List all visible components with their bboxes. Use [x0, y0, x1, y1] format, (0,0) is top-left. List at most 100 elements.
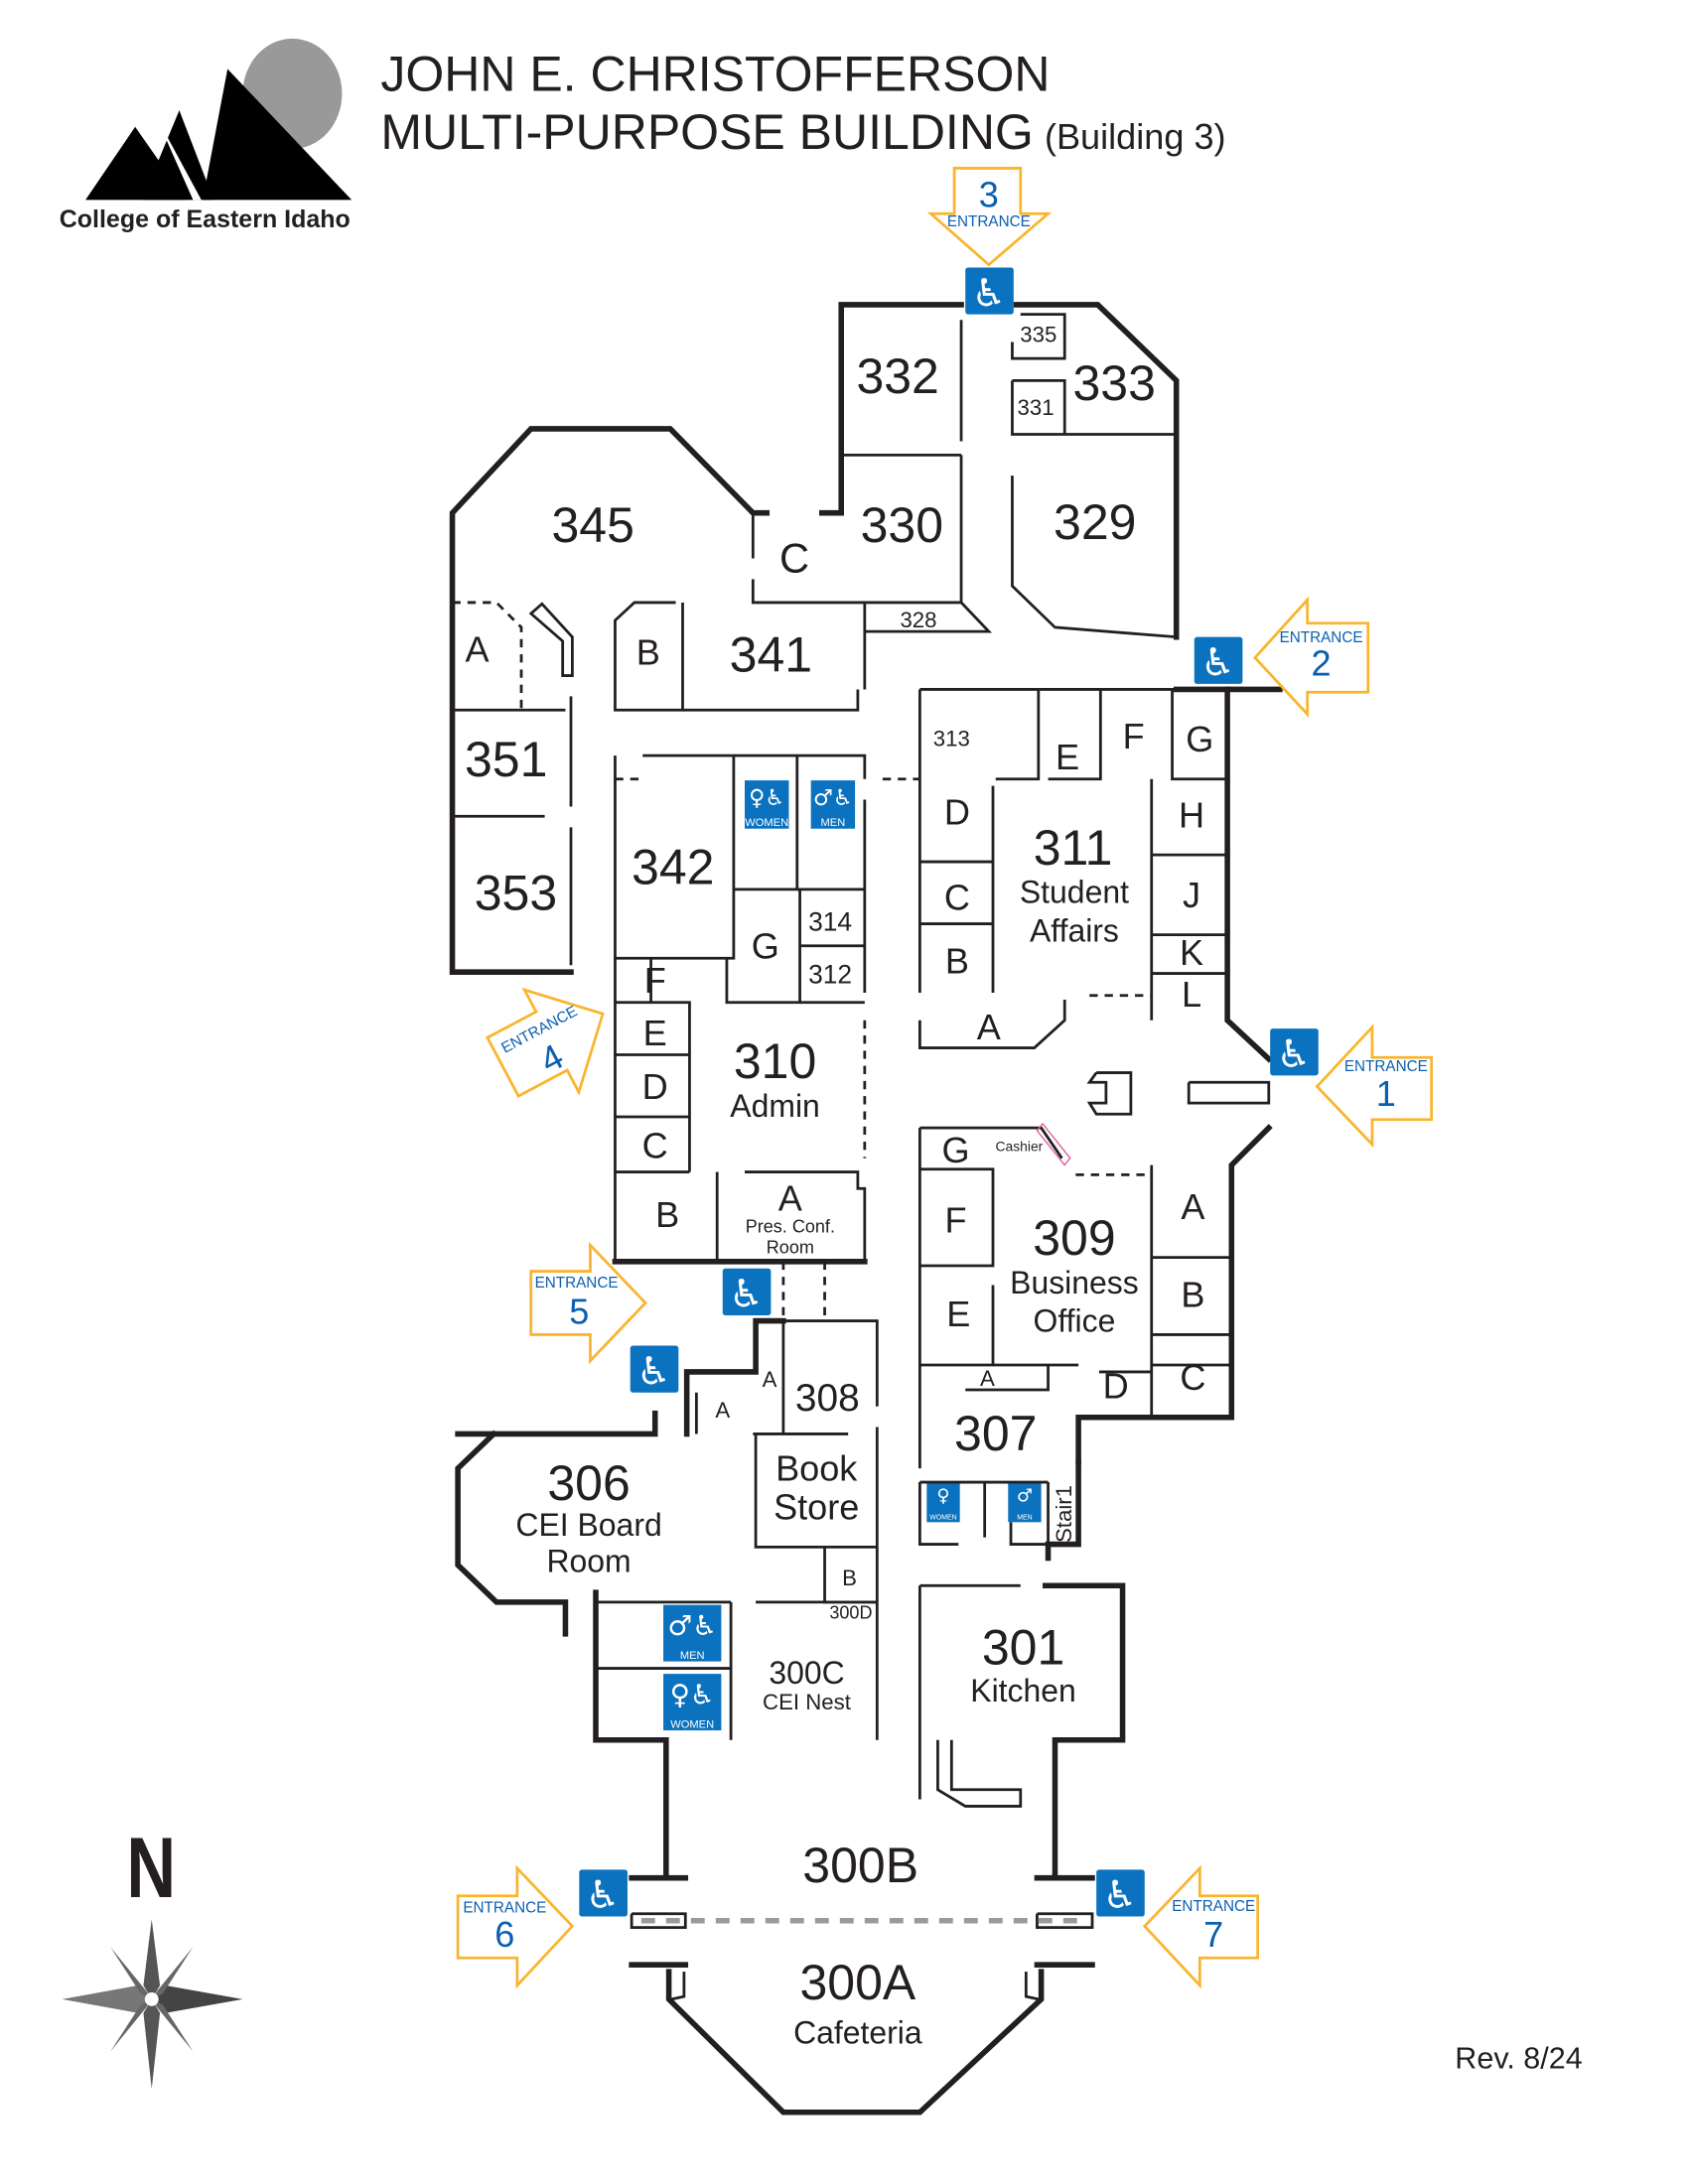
room-300a-name: Cafeteria	[793, 2014, 922, 2050]
room-310a: A	[778, 1177, 803, 1218]
svg-text:♂♿: ♂♿	[667, 1609, 717, 1642]
room-308: 308	[795, 1377, 860, 1420]
svg-text:♿: ♿	[1276, 1032, 1311, 1077]
room-311j: J	[1183, 875, 1200, 915]
room-310c: C	[642, 1126, 668, 1166]
svg-text:6: 6	[494, 1914, 514, 1955]
room-353: 353	[475, 866, 557, 921]
svg-text:ENTRANCE: ENTRANCE	[1344, 1058, 1428, 1075]
compass-rose-icon: N	[62, 1820, 243, 2090]
room-345c: C	[779, 534, 809, 581]
room-308-name2: Store	[774, 1487, 859, 1528]
room-306-name2: Room	[546, 1543, 631, 1578]
room-g: G	[752, 925, 779, 966]
svg-text:ENTRANCE: ENTRANCE	[535, 1275, 619, 1292]
room-311h: H	[1179, 794, 1204, 835]
room-310d: D	[642, 1066, 668, 1107]
stair-1: Stair1	[1052, 1485, 1076, 1543]
room-333: 333	[1073, 355, 1156, 411]
room-310a-name1: Pres. Conf.	[746, 1217, 835, 1237]
svg-text:5: 5	[569, 1291, 589, 1331]
room-341: 341	[730, 626, 812, 682]
entrance-4: ENTRANCE 4	[485, 987, 605, 1099]
room-309a: A	[1181, 1186, 1205, 1227]
svg-text:WOMEN: WOMEN	[745, 817, 788, 829]
wheelchair-icon: ♿	[1194, 636, 1243, 686]
wheelchair-icon: ♿	[579, 1869, 628, 1918]
restrooms: ♀♿WOMEN ♂♿MEN ♀WOMEN ♂MEN ♂♿MEN ♀♿WOMEN	[663, 780, 1042, 1730]
room-311a: A	[977, 1007, 1002, 1047]
room-300d: 300D	[829, 1603, 872, 1623]
svg-text:MEN: MEN	[680, 1650, 705, 1662]
svg-text:♿: ♿	[1200, 641, 1235, 686]
north-label: N	[126, 1820, 176, 1916]
room-310a-name2: Room	[767, 1238, 814, 1258]
entrance-5: ENTRANCE 5	[529, 1241, 647, 1365]
entrance-3: 3 ENTRANCE	[926, 167, 1053, 267]
room-311l: L	[1182, 974, 1201, 1015]
walls	[449, 302, 1283, 2116]
room-300b: 300B	[802, 1838, 918, 1893]
entrance-7: ENTRANCE 7	[1142, 1864, 1260, 1989]
svg-text:ENTRANCE: ENTRANCE	[947, 213, 1031, 230]
entrance-2: ENTRANCE 2	[1253, 596, 1370, 718]
room-309d: D	[1103, 1365, 1129, 1406]
svg-text:MEN: MEN	[821, 817, 846, 829]
room-306-name1: CEI Board	[515, 1507, 661, 1543]
room-309-name1: Business	[1010, 1265, 1139, 1300]
room-306a: A	[715, 1398, 730, 1423]
room-308-name1: Book	[775, 1448, 858, 1489]
room-330: 330	[861, 497, 943, 553]
svg-text:2: 2	[1312, 643, 1332, 684]
college-logo: College of Eastern Idaho	[60, 38, 352, 233]
svg-text:ENTRANCE: ENTRANCE	[1280, 629, 1363, 646]
room-301-name: Kitchen	[970, 1673, 1076, 1708]
room-335: 335	[1020, 322, 1056, 346]
room-311k: K	[1180, 932, 1203, 973]
svg-text:♿: ♿	[586, 1873, 621, 1918]
room-309-name2: Office	[1034, 1303, 1116, 1339]
svg-text:♿: ♿	[636, 1349, 671, 1394]
svg-text:7: 7	[1203, 1914, 1223, 1955]
room-310-name: Admin	[730, 1088, 820, 1124]
svg-text:WOMEN: WOMEN	[670, 1718, 714, 1730]
room-314: 314	[808, 906, 852, 936]
room-309f: F	[944, 1200, 966, 1241]
wheelchair-icon: ♿	[1270, 1028, 1319, 1077]
svg-text:♀♿: ♀♿	[670, 1679, 715, 1711]
room-328: 328	[900, 608, 936, 632]
entrance-6: ENTRANCE 6	[456, 1864, 575, 1989]
page-title-line2: MULTI-PURPOSE BUILDING(Building 3)	[380, 104, 1225, 160]
revision-date: Rev. 8/24	[1455, 2041, 1582, 2075]
room-311g: G	[1186, 719, 1213, 759]
room-300b-small: B	[842, 1566, 857, 1590]
svg-text:♂♿: ♂♿	[813, 785, 853, 811]
restroom-men-icon: ♂MEN	[1008, 1483, 1042, 1523]
room-311e: E	[1055, 737, 1079, 777]
building-number: (Building 3)	[1045, 116, 1226, 157]
svg-text:MEN: MEN	[1017, 1515, 1032, 1522]
room-300c-name: CEI Nest	[763, 1690, 852, 1714]
room-311: 311	[1034, 820, 1113, 876]
room-342: 342	[632, 839, 714, 894]
room-309b: B	[1181, 1275, 1204, 1315]
restroom-women-icon: ♀♿WOMEN	[745, 780, 789, 829]
accessible-icons: ♿ ♿ ♿ ♿ ♿ ♿ ♿	[579, 267, 1319, 1918]
room-309: 309	[1033, 1210, 1115, 1266]
room-311c: C	[944, 878, 970, 918]
room-311d: D	[944, 792, 970, 833]
wheelchair-icon: ♿	[965, 267, 1014, 316]
restroom-women-icon: ♀WOMEN	[926, 1483, 960, 1523]
room-310e: E	[643, 1013, 667, 1053]
svg-text:♿: ♿	[1102, 1873, 1137, 1918]
room-341b: B	[636, 631, 660, 672]
room-310: 310	[734, 1033, 816, 1089]
room-332: 332	[856, 348, 938, 404]
svg-text:3: 3	[979, 174, 999, 214]
room-300a: 300A	[799, 1955, 915, 2010]
room-cashier: Cashier	[995, 1139, 1043, 1155]
room-313: 313	[933, 726, 970, 751]
restroom-women-icon: ♀♿ WOMEN	[663, 1674, 722, 1730]
room-309e: E	[946, 1294, 970, 1334]
